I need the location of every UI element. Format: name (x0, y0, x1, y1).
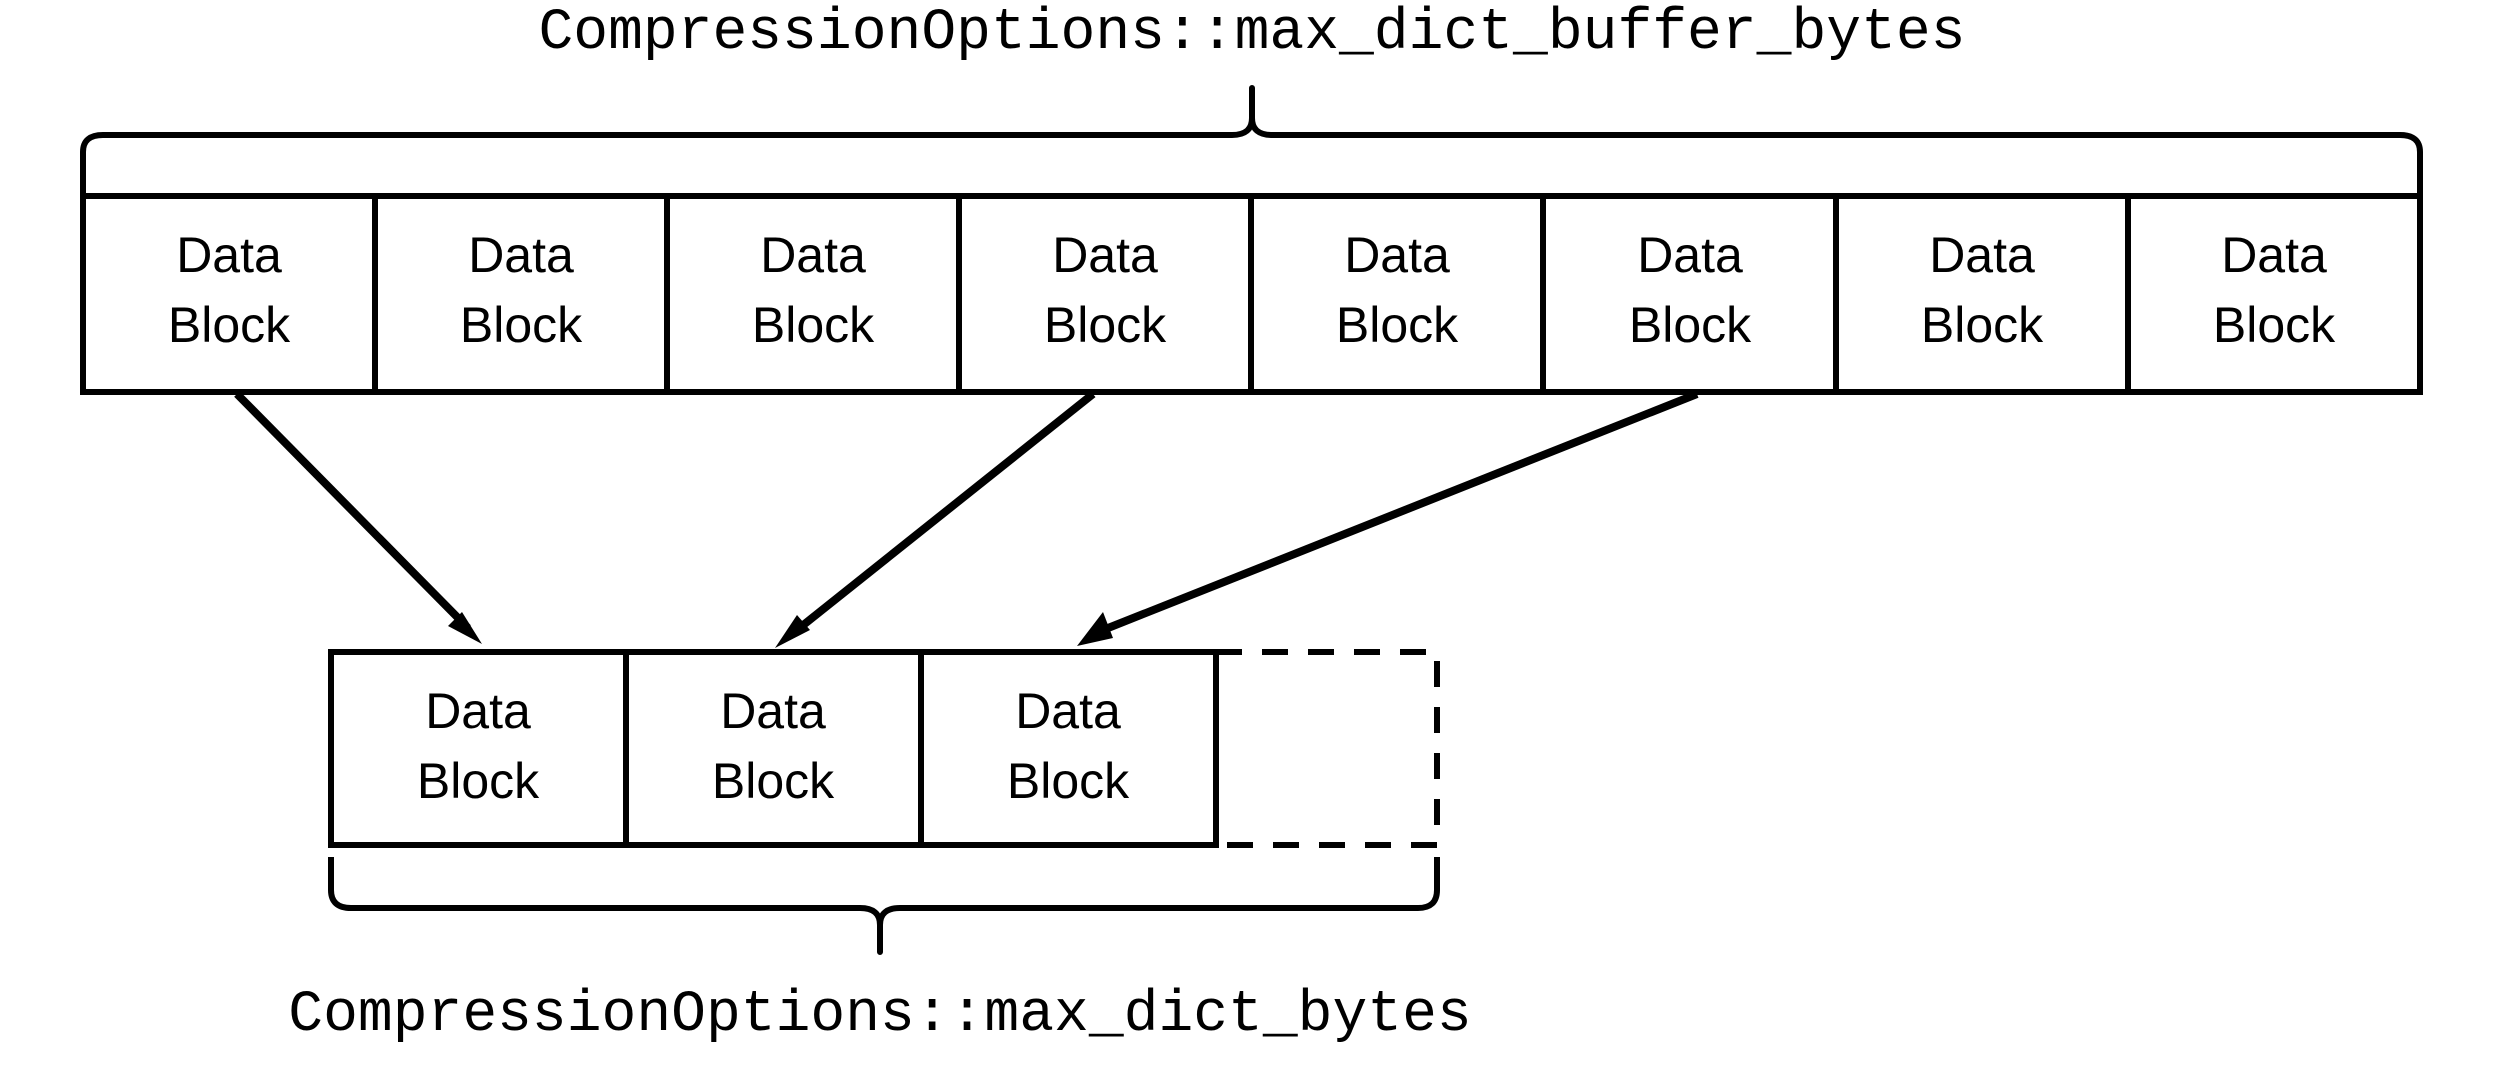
top-brace (80, 85, 2423, 198)
top-data-block-7-line2: Block (1921, 297, 2044, 353)
bottom-data-block-3-line1: Data (1015, 683, 1121, 739)
top-data-block-6-line2: Block (1629, 297, 1752, 353)
arrow-3 (1077, 390, 1699, 646)
bottom-brace-label: CompressionOptions::max_dict_bytes (288, 983, 1471, 1048)
top-data-block-4-line2: Block (1044, 297, 1167, 353)
arrow-1 (234, 391, 482, 644)
top-data-block-7-line1: Data (1929, 227, 2035, 283)
bottom-data-block-1-line1: Data (425, 683, 531, 739)
top-data-block-4: Data Block (1044, 227, 1167, 353)
top-data-block-5-line2: Block (1336, 297, 1459, 353)
bottom-data-block-1: Data Block (417, 683, 540, 809)
top-data-block-3-line1: Data (760, 227, 866, 283)
bottom-block-row: Data Block Data Block Data Block (328, 649, 1440, 848)
top-data-block-2-line1: Data (468, 227, 574, 283)
bottom-data-block-3: Data Block (1007, 683, 1130, 809)
top-data-block-1-line1: Data (176, 227, 282, 283)
top-data-block-8-line2: Block (2213, 297, 2336, 353)
top-data-block-3: Data Block (752, 227, 875, 353)
top-block-row: Data Block Data Block Data Block Data Bl… (80, 193, 2423, 395)
arrow-2 (775, 390, 1096, 648)
arrow-3-head (1077, 612, 1113, 646)
top-data-block-2-line2: Block (460, 297, 583, 353)
top-data-block-5: Data Block (1336, 227, 1459, 353)
top-brace-label: CompressionOptions::max_dict_buffer_byte… (538, 1, 1965, 66)
top-data-block-8: Data Block (2213, 227, 2336, 353)
top-data-block-6: Data Block (1629, 227, 1752, 353)
top-data-block-1-line2: Block (168, 297, 291, 353)
arrow-1-head (448, 612, 482, 644)
bottom-brace (328, 857, 1440, 955)
arrow-2-head (775, 615, 810, 648)
top-data-block-7: Data Block (1921, 227, 2044, 353)
top-data-block-8-line1: Data (2221, 227, 2327, 283)
bottom-data-block-2: Data Block (712, 683, 835, 809)
bottom-empty-slot-dashed (1216, 649, 1440, 848)
top-data-block-6-line1: Data (1637, 227, 1743, 283)
top-data-block-2: Data Block (460, 227, 583, 353)
bottom-data-block-2-line2: Block (712, 753, 835, 809)
top-data-block-3-line2: Block (752, 297, 875, 353)
top-data-block-1: Data Block (168, 227, 291, 353)
top-data-block-4-line1: Data (1052, 227, 1158, 283)
top-data-block-5-line1: Data (1344, 227, 1450, 283)
bottom-data-block-3-line2: Block (1007, 753, 1130, 809)
bottom-data-block-1-line2: Block (417, 753, 540, 809)
bottom-data-block-2-line1: Data (720, 683, 826, 739)
